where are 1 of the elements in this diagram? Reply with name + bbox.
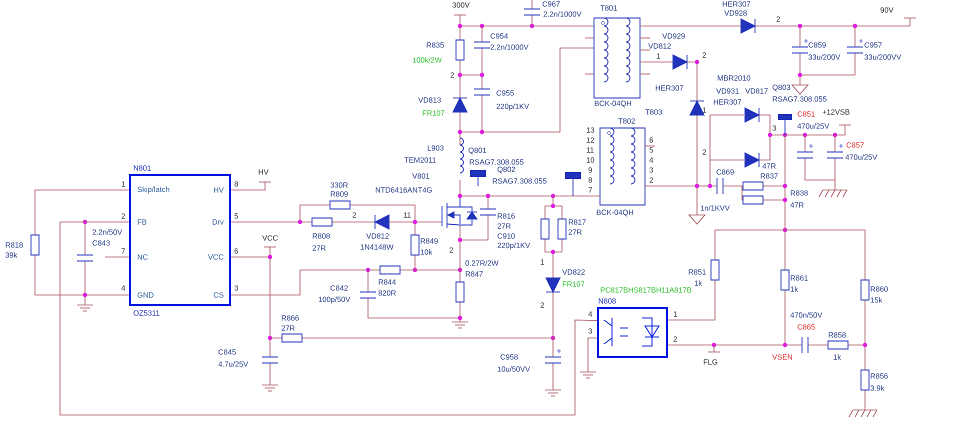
wire: [60, 222, 598, 416]
